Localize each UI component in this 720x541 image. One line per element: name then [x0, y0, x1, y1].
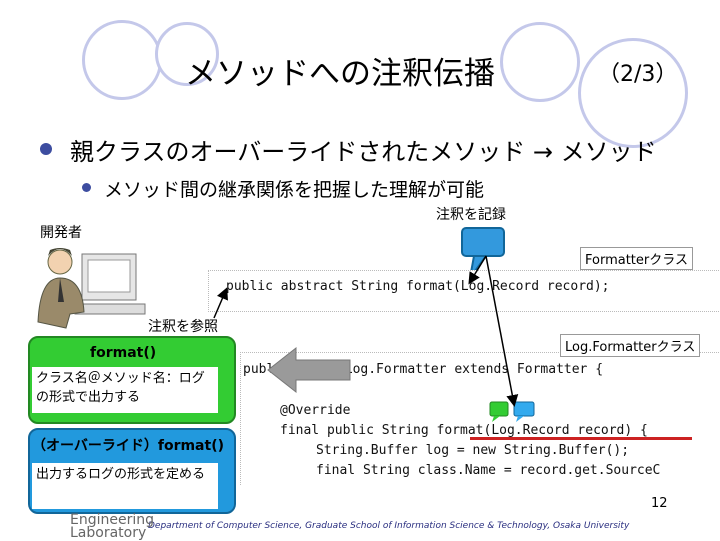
record-annotation-label: 注釈を記録: [436, 207, 506, 223]
developer-illustration-icon: [37, 248, 146, 329]
decor-circle-1: [82, 20, 162, 100]
page-indicator: （2/3）: [598, 62, 678, 87]
blue-box-text: 出力するログの形式を定める: [32, 463, 218, 509]
green-box-text: クラス名＠メソッド名：ログの形式で出力する: [32, 367, 218, 413]
decor-circle-4: [578, 38, 688, 148]
arrow-to-override: [485, 255, 519, 407]
arrow-refer: [213, 287, 228, 319]
decor-circle-3: [500, 22, 580, 102]
arrow-to-green-box: [267, 346, 351, 394]
code-final-line: final public String format(Log.Record re…: [280, 423, 648, 438]
code-override-line: @Override: [280, 403, 351, 418]
slide-title: メソッドへの注釈伝播: [185, 56, 495, 92]
formatter-class-label: Formatterクラス: [580, 247, 693, 270]
green-box-title: format(): [90, 345, 157, 361]
code-classname-line: final String class.Name = record.get.Sou…: [316, 463, 661, 478]
arrow-to-abstract: [468, 255, 487, 285]
method-annotation-markers-icon: [489, 401, 535, 422]
refer-annotation-label: 注釈を参照: [148, 319, 218, 335]
blue-box-title: （オーバーライド）format(): [32, 438, 224, 454]
bullet-level1: 親クラスのオーバーライドされたメソッド → メソッド: [70, 138, 657, 166]
developer-label: 開発者: [40, 225, 82, 241]
code-buffer-line: String.Buffer log = new String.Buffer();: [316, 443, 630, 458]
code-panel-formatter: [208, 270, 720, 312]
logformatter-class-label: Log.Formatterクラス: [560, 334, 701, 357]
slide-number: 12: [651, 496, 668, 511]
bullet-level2: メソッド間の継承関係を把握した理解が可能: [104, 179, 485, 201]
method-underline: [470, 437, 692, 440]
lab-logo-text: Engineering Laboratory: [70, 512, 154, 541]
footer-text: Department of Computer Science, Graduate…: [148, 521, 630, 531]
bullet-dot-1: [40, 143, 52, 155]
bullet-dot-2: [82, 183, 91, 192]
decor-circle-2: [155, 22, 219, 86]
code-abstract-line: public abstract String format(Log.Record…: [226, 279, 610, 294]
